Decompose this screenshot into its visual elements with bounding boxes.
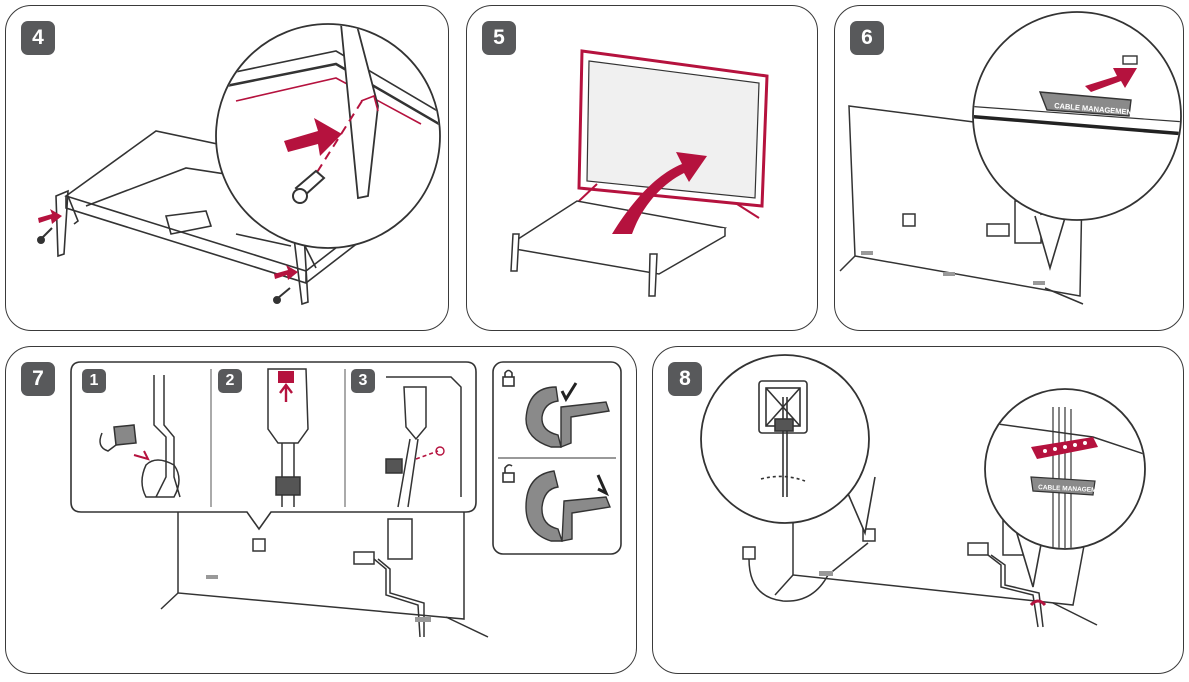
zoom-content: [217, 25, 439, 204]
clip-locked: [525, 386, 610, 449]
step-5-panel: 5: [466, 5, 818, 331]
step-4-badge: 4: [21, 21, 55, 55]
screw-left: [37, 227, 53, 244]
step-6-illustration: CABLE MANAGEMENT: [839, 11, 1182, 305]
step-8-badge: 8: [668, 362, 702, 396]
insert-arrow-left: [38, 209, 62, 224]
tv-standing: [577, 49, 769, 219]
step-6-panel: 6 CABLE MANAGEMENT: [834, 5, 1184, 331]
cable-slots: [861, 251, 1045, 285]
sub1-drawing: [99, 375, 181, 498]
step-7-panel: 7: [5, 346, 637, 674]
tv-back: [160, 502, 489, 638]
clip-unlocked: [525, 470, 611, 542]
zoom-circle-outlet: [700, 354, 870, 524]
tv-lying: [510, 200, 728, 297]
substep-3-badge: 3: [351, 369, 375, 393]
sub2-arrow: [279, 383, 293, 402]
step-8-panel: 8: [652, 346, 1184, 674]
step-5-illustration: [510, 49, 769, 297]
callout-tail: [1034, 210, 1068, 271]
sub2-port-highlight: [278, 371, 294, 383]
zoom-content: [974, 55, 1180, 136]
unlock-arrow: [596, 474, 610, 497]
step-7-illustration: [70, 361, 622, 638]
step-5-badge: 5: [482, 21, 516, 55]
step-4-illustration: [37, 23, 441, 306]
step-8-illustration: CABLE MANAGEMENT: [700, 354, 1146, 628]
step-7-badge: 7: [21, 362, 55, 396]
substep-2-badge: 2: [218, 369, 242, 393]
left-stand: [55, 189, 79, 258]
screw-right: [273, 287, 291, 304]
unlock-icon: [502, 464, 515, 483]
substep-1-badge: 1: [82, 369, 106, 393]
zoom-content-clip: [986, 407, 1144, 548]
step-4-panel: 4: [5, 5, 449, 331]
lock-icon: [502, 369, 515, 387]
sub3-dash: [415, 450, 439, 460]
step-6-badge: 6: [850, 21, 884, 55]
cable-management-label: CABLE MANAGEMENT: [1038, 484, 1110, 495]
sub3-drawing: [385, 376, 462, 508]
lock-arrow: [560, 382, 578, 403]
callout-box: [70, 361, 477, 531]
wall-outlet: [758, 380, 808, 497]
zoom-circle: [972, 11, 1182, 221]
clip-highlight: [1029, 599, 1047, 607]
sub2-drawing: [267, 368, 309, 507]
lift-arrow: [612, 152, 707, 234]
sub3-hole: [435, 446, 445, 456]
sub1-arrow: [133, 450, 150, 461]
cable-slot: [819, 571, 833, 576]
insert-arrow-right: [274, 265, 298, 280]
